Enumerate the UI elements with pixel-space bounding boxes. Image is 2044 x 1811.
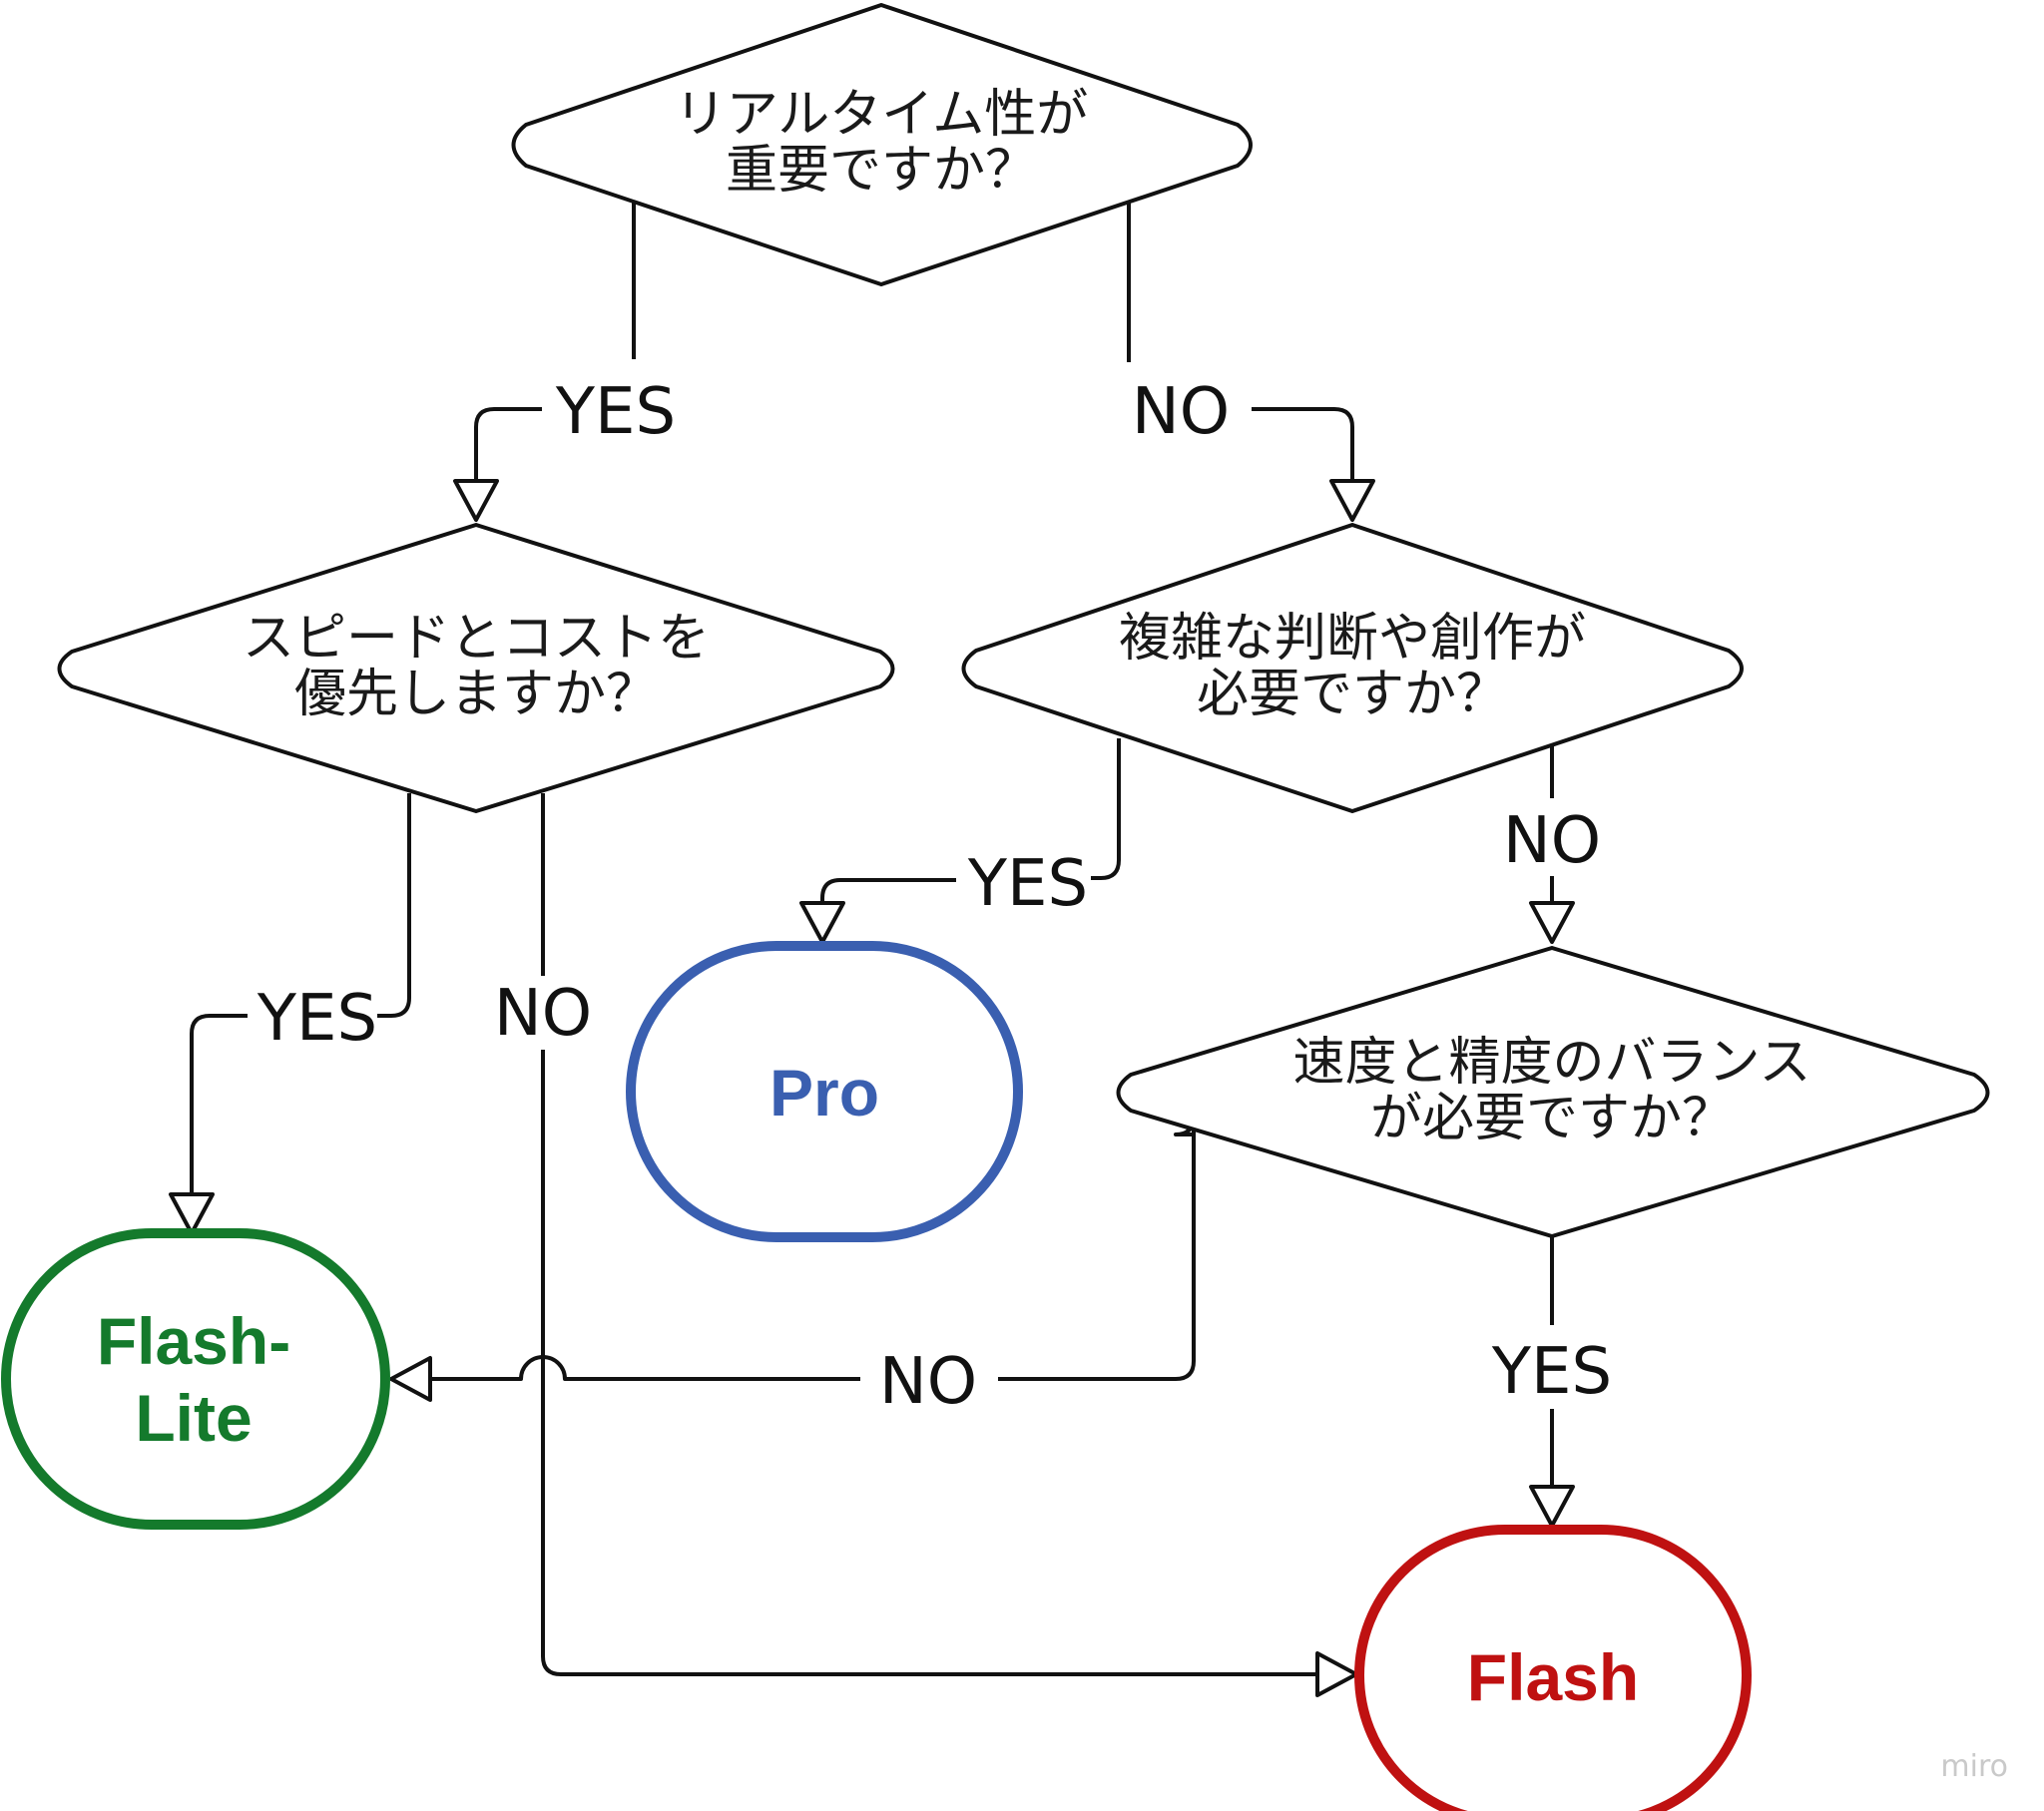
label-speed-no: NO [494,977,592,1051]
question-speed-cost-line1: スピードとコストを [243,609,710,669]
arrowhead-speed-yes [169,1192,215,1235]
miro-watermark: miro [1940,1749,2008,1784]
label-realtime-yes: YES [555,375,676,449]
connector-realtime-yes-lower [474,407,542,496]
arrowhead-balance-yes [1529,1485,1575,1528]
outcome-flash-label: Flash [1467,1640,1639,1714]
label-complex-yes: YES [967,847,1088,921]
label-balance-no: NO [879,1345,977,1419]
arrowhead-realtime-yes [453,479,499,522]
decision-balance [1116,946,1990,1238]
connector-realtime-no-lower [1252,407,1354,496]
label-realtime-no: NO [1132,375,1230,449]
connector-balance-no-lower [998,1134,1196,1381]
question-complex-line1: 複雑な判断や創作が [1119,609,1586,669]
arrowhead-balance-no [389,1356,432,1402]
outcome-flash-lite-label-line2: Lite [135,1381,252,1455]
connector-balance-no-left [411,1355,860,1381]
label-complex-no: NO [1503,804,1601,878]
outcome-pro [626,941,1023,1242]
question-speed-cost-line2: 優先しますか？ [294,665,658,724]
question-complex-line2: 必要ですか？ [1197,665,1508,724]
question-balance-line1: 速度と精度のバランス [1293,1033,1811,1093]
connector-complex-yes-lower [820,878,956,923]
outcome-pro-label: Pro [769,1056,879,1130]
question-balance-line2: が必要ですか？ [1370,1089,1734,1148]
question-realtime-line1: リアルタイム性が [675,85,1088,145]
connector-complex-yes [1091,738,1121,880]
connector-speed-no-lower [541,1050,1337,1676]
arrowhead-speed-no [1315,1651,1358,1697]
question-realtime-line2: 重要ですか？ [726,141,1037,201]
decision-realtime [511,3,1253,286]
connector-speed-yes [377,793,411,1018]
outcome-flash-lite [1,1228,390,1530]
arrowhead-realtime-no [1329,479,1375,522]
label-balance-yes: YES [1491,1335,1612,1409]
connector-speed-yes-lower [190,1014,248,1214]
arrowhead-complex-no [1529,901,1575,944]
outcome-flash-lite-label-line1: Flash- [97,1304,290,1378]
outcome-flash [1354,1525,1752,1811]
decision-speed-cost [57,523,895,813]
arrowhead-complex-yes [799,901,845,944]
label-speed-yes: YES [256,982,377,1056]
decision-complex [961,523,1744,813]
